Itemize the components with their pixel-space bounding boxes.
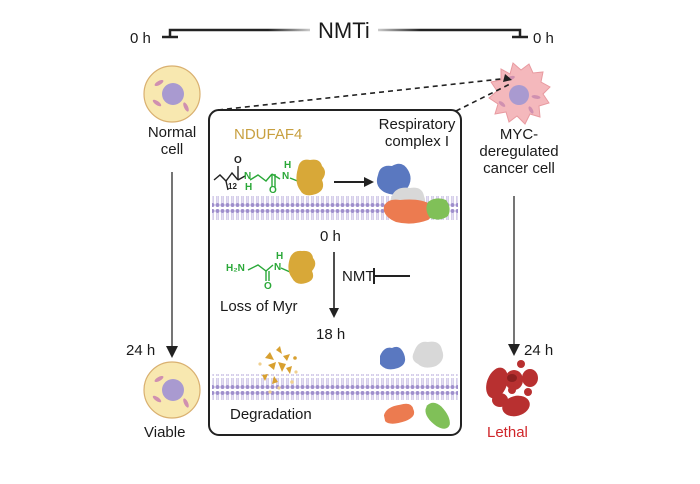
normal-cell-label: Normal cell — [147, 124, 197, 158]
cancer-cell-label: MYC- deregulated cancer cell — [479, 126, 559, 177]
myristoyl-glycine-structure — [213, 166, 301, 191]
normal-time-start: 0 h — [130, 30, 151, 47]
complex-subunit-grey — [412, 341, 444, 368]
cancer-time-start: 0 h — [533, 30, 554, 47]
panel-time-start: 0 h — [320, 228, 341, 245]
carbonyl-oxygen-3: O — [264, 281, 272, 292]
normal-arrow — [166, 172, 178, 358]
nmt-label: NMT — [342, 268, 375, 285]
amide-hydrogen-3: H — [276, 251, 284, 262]
time-arrow — [329, 252, 339, 318]
normal-time-end: 24 h — [126, 342, 156, 359]
cancer-time-end: 24 h — [524, 342, 554, 359]
nmti-inhibition-bracket — [162, 28, 528, 39]
carbonyl-oxygen-1: O — [234, 155, 242, 166]
amide-hydrogen-2: H — [284, 160, 292, 171]
degradation-label: Degradation — [230, 406, 312, 423]
ndufaf4-label: NDUFAF4 — [234, 126, 303, 143]
complex-subunit-green — [425, 402, 450, 429]
amide-hydrogen-1: H — [245, 182, 253, 193]
demyristoylated-glycine-structure — [247, 264, 291, 281]
cancer-cell-icon — [488, 62, 551, 125]
complex-i-label: Respiratory complex I — [378, 116, 456, 150]
nmt-inhibited-symbol — [373, 268, 410, 284]
viable-label: Viable — [144, 424, 186, 441]
chain-length-subscript: 12 — [228, 182, 237, 191]
ndufaf4-protein — [296, 159, 325, 196]
lethal-cell-icon — [486, 360, 538, 417]
complex-subunit-orange — [383, 403, 415, 424]
complex-subunit-blue — [380, 346, 406, 370]
ndufaf4-protein-unmyristoylated — [288, 250, 316, 284]
cancer-arrow — [508, 196, 520, 356]
amide-nitrogen-2: N — [282, 171, 290, 182]
zoom-line-top — [217, 77, 511, 111]
amide-nitrogen-1: N — [244, 171, 252, 182]
degraded-fragments — [258, 346, 298, 394]
loss-of-myr-label: Loss of Myr — [220, 298, 298, 315]
amine-group: H₂N — [226, 263, 245, 274]
carbonyl-oxygen-2: O — [269, 185, 277, 196]
amide-nitrogen-3: N — [274, 262, 282, 273]
respiratory-complex-i — [376, 163, 450, 224]
viable-cell-icon — [143, 361, 201, 419]
membrane-bottom — [212, 374, 458, 400]
lethal-label: Lethal — [487, 424, 528, 441]
zoom-line-bottom — [455, 83, 511, 112]
normal-cell-icon — [143, 65, 201, 123]
panel-time-end: 18 h — [316, 326, 346, 343]
nmti-label: NMTi — [318, 18, 370, 43]
assembly-arrow — [334, 177, 374, 187]
